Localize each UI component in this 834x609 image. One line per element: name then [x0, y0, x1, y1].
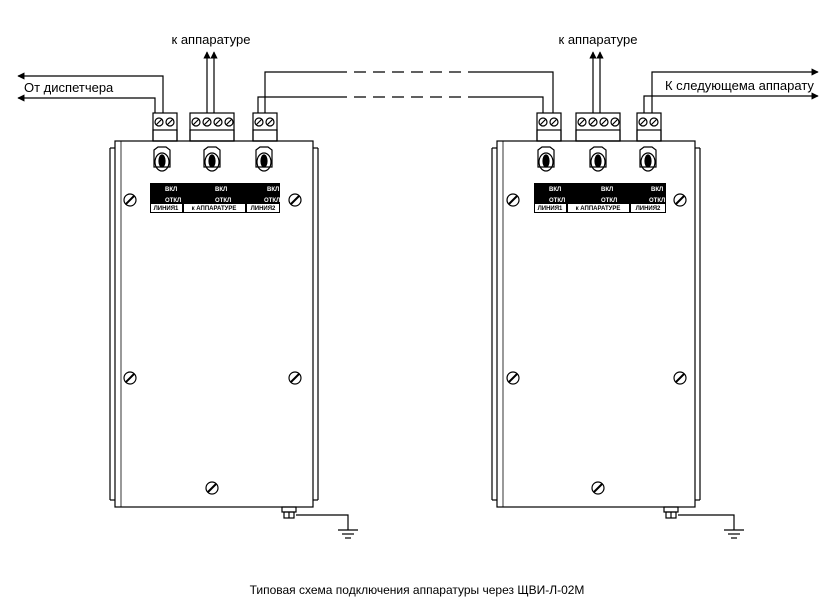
to-equipment-panel-label: к АППАРАТУРЕ [192, 206, 237, 212]
on-label: ВКЛ [267, 187, 279, 193]
wire-next-a [651, 68, 819, 113]
wire-dispatcher-b [17, 94, 156, 113]
svg-text:▼: ▼ [208, 198, 214, 204]
terminal-block-equipment [189, 112, 235, 142]
svg-text:▲: ▲ [594, 187, 600, 193]
wire-link-bottom [257, 96, 335, 113]
device-right [491, 112, 744, 539]
on-label: ВКЛ [549, 187, 561, 193]
terminal-block-line1 [536, 112, 562, 142]
ground-icon [338, 529, 358, 539]
toggle-switch-equipment[interactable] [203, 146, 221, 172]
screw-icon [673, 193, 687, 207]
toggle-switch-equipment[interactable] [589, 146, 607, 172]
toggle-switch-line2[interactable] [255, 146, 273, 172]
svg-text:▼: ▼ [594, 198, 600, 204]
terminal-block-equipment [575, 112, 621, 142]
on-label: ВКЛ [651, 187, 663, 193]
wire-next-b [643, 92, 819, 113]
screw-icon [205, 481, 219, 495]
wires [17, 51, 819, 113]
off-label: ОТКЛ [215, 198, 231, 204]
wire-dispatcher-a [17, 72, 164, 113]
line2-label: ЛИНИЯ2 [251, 206, 276, 212]
svg-text:▼: ▼ [158, 198, 164, 204]
screw-icon [288, 193, 302, 207]
ground-terminal [281, 506, 349, 530]
screw-icon [288, 371, 302, 385]
toggle-switch-line2[interactable] [639, 146, 657, 172]
diagram-caption: Типовая схема подключения аппаратуры чер… [250, 583, 585, 597]
svg-text:▲: ▲ [158, 187, 164, 193]
off-label: ОТКЛ [549, 198, 565, 204]
toggle-switch-line1[interactable] [537, 146, 555, 172]
to-equipment-panel-label: к АППАРАТУРЕ [576, 206, 621, 212]
terminal-block-line1 [152, 112, 178, 142]
off-label: ОТКЛ [165, 198, 181, 204]
on-label: ВКЛ [165, 187, 177, 193]
screw-icon [673, 371, 687, 385]
svg-text:▼: ▼ [260, 198, 266, 204]
from-dispatcher-label: От диспетчера [24, 80, 114, 95]
on-label: ВКЛ [601, 187, 613, 193]
to-equipment-label-right: к аппаратуре [559, 32, 638, 47]
svg-text:▼: ▼ [644, 198, 650, 204]
device-left [109, 112, 358, 539]
to-equipment-label-left: к аппаратуре [172, 32, 251, 47]
on-label: ВКЛ [215, 187, 227, 193]
label-panel-right: ▲ ▲ ▲ ▼ ▼ ▼ ВКЛ ВКЛ ВКЛ ОТКЛ ОТКЛ ОТКЛ Л… [534, 183, 666, 213]
ground-terminal [663, 506, 735, 530]
off-label: ОТКЛ [264, 198, 280, 204]
svg-text:▲: ▲ [208, 187, 214, 193]
toggle-switch-line1[interactable] [153, 146, 171, 172]
screw-icon [506, 371, 520, 385]
screw-icon [506, 193, 520, 207]
svg-text:▼: ▼ [542, 198, 548, 204]
line2-label: ЛИНИЯ2 [636, 206, 661, 212]
screw-icon [123, 371, 137, 385]
svg-text:▲: ▲ [644, 187, 650, 193]
terminal-block-line2 [636, 112, 662, 142]
label-panel-left: ▲ ▲ ▲ ▼ ▼ ▼ ВКЛ ВКЛ ВКЛ ОТКЛ ОТКЛ ОТКЛ Л… [150, 183, 280, 213]
wire-link-top [264, 71, 335, 113]
off-label: ОТКЛ [649, 198, 665, 204]
svg-text:▲: ▲ [542, 187, 548, 193]
terminal-block-line2 [252, 112, 278, 142]
line1-label: ЛИНИЯ1 [538, 206, 563, 212]
to-next-device-label: К следующема аппарату [665, 78, 814, 93]
off-label: ОТКЛ [601, 198, 617, 204]
ground-icon [724, 529, 744, 539]
screw-icon [591, 481, 605, 495]
svg-text:▲: ▲ [260, 187, 266, 193]
line1-label: ЛИНИЯ1 [154, 206, 179, 212]
screw-icon [123, 193, 137, 207]
